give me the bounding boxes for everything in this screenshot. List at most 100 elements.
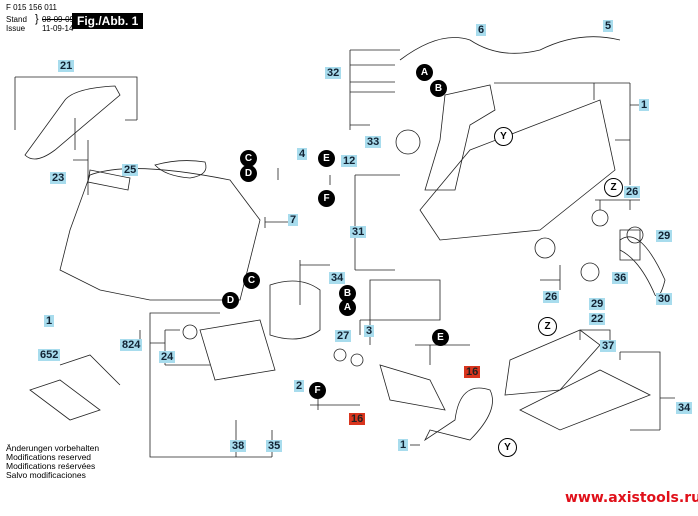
stator-outline xyxy=(269,280,321,340)
connector-a-switch: E xyxy=(318,150,335,167)
part-label-1-bottom: 1 xyxy=(398,439,409,451)
connector-e-brush: E xyxy=(432,329,449,346)
leader-4-12 xyxy=(277,168,331,185)
bearing-27-outline xyxy=(333,348,347,362)
part-label-2: 2 xyxy=(294,380,305,392)
part-label-35: 35 xyxy=(266,440,283,452)
connector-d-switch: D xyxy=(240,165,257,182)
leader-1-top xyxy=(494,82,640,185)
part-label-23: 23 xyxy=(50,172,67,184)
pulley-26-outline xyxy=(534,237,556,259)
pad-25-outline xyxy=(154,160,207,179)
leader-26b xyxy=(540,265,561,290)
issue-label: Issue xyxy=(6,24,26,33)
housing-right-outline xyxy=(419,99,616,241)
cable-outline xyxy=(399,36,621,61)
brace: } xyxy=(35,13,39,25)
figure-label: Fig./Abb. 1 xyxy=(72,13,144,29)
handle-outline xyxy=(424,84,496,191)
new-date: 11-09-14 xyxy=(42,24,74,33)
part-label-27: 27 xyxy=(335,330,352,342)
part-label-38: 38 xyxy=(230,440,247,452)
part-label-29: 29 xyxy=(656,230,673,242)
leader-34 xyxy=(299,260,330,305)
stand-label: Stand xyxy=(6,15,27,24)
cover-z-outline xyxy=(504,329,601,396)
ref-mark-z-bottom: Z xyxy=(538,317,557,336)
part-label-22: 22 xyxy=(589,313,606,325)
part-label-34: 34 xyxy=(329,272,346,284)
modifications-notes: Änderungen vorbehalten Modifications res… xyxy=(6,444,99,480)
connector-a-cable: A xyxy=(416,64,433,81)
part-label-7: 7 xyxy=(288,214,299,226)
connector-b-cable: B xyxy=(430,80,447,97)
leader-26 xyxy=(595,199,640,210)
old-date: 08-09-09 xyxy=(42,15,75,24)
part-label-36: 36 xyxy=(612,272,629,284)
part-label-26: 26 xyxy=(624,186,641,198)
connector-b-switch: F xyxy=(318,190,335,207)
part-label-29b: 29 xyxy=(589,298,606,310)
part-label-4: 4 xyxy=(297,148,308,160)
plate-outline xyxy=(369,279,441,321)
part-label-12: 12 xyxy=(341,155,358,167)
cover-21-outline xyxy=(24,85,121,160)
part-label-652: 652 xyxy=(38,349,61,361)
part-label-1-top: 1 xyxy=(639,99,650,111)
roller-36-outline xyxy=(619,229,641,261)
connector-f-brush: F xyxy=(309,382,326,399)
note-en: Modifications reserved xyxy=(6,452,92,462)
connector-c-stator: A xyxy=(339,299,356,316)
connector-c-switch: C xyxy=(240,150,257,167)
housing-outline xyxy=(59,168,261,301)
armature-outline xyxy=(379,364,446,411)
motor-outline xyxy=(199,319,276,381)
leader-824 xyxy=(149,312,273,458)
part-label-1-left: 1 xyxy=(44,315,55,327)
part-label-37: 37 xyxy=(600,340,617,352)
part-label-16b: 16 xyxy=(349,413,366,425)
guide-652-outline xyxy=(29,354,121,421)
ref-mark-z-top: Z xyxy=(604,178,623,197)
part-label-31: 31 xyxy=(350,226,367,238)
part-label-32: 32 xyxy=(325,67,342,79)
leader-23 xyxy=(73,118,89,195)
belt-cover-outline xyxy=(423,387,493,442)
part-label-5: 5 xyxy=(603,20,614,32)
part-label-24: 24 xyxy=(159,351,176,363)
base-plate-outline xyxy=(519,369,651,431)
leader-16a xyxy=(415,344,470,365)
leader-32 xyxy=(349,49,400,130)
watermark-url[interactable]: www.axistools.ru xyxy=(565,490,698,506)
washer-33-outline xyxy=(395,129,421,155)
pulley-29-outline xyxy=(626,226,644,244)
part-label-26b: 26 xyxy=(543,291,560,303)
belt-30-outline xyxy=(619,236,666,297)
part-label-6: 6 xyxy=(476,24,487,36)
bearing-24-outline xyxy=(182,324,198,340)
connector-d-stator: B xyxy=(339,285,356,302)
part-label-33: 33 xyxy=(365,136,382,148)
leader-21 xyxy=(14,76,138,130)
part-label-824: 824 xyxy=(120,339,143,351)
leader-31 xyxy=(354,174,400,271)
pulley-outline xyxy=(591,209,609,227)
ref-mark-y-top: Y xyxy=(494,127,513,146)
part-label-3: 3 xyxy=(364,325,375,337)
ref-mark-y-bottom: Y xyxy=(498,438,517,457)
part-label-16a: 16 xyxy=(464,366,481,378)
pulley-29b-outline xyxy=(580,262,600,282)
connector-f-stator: D xyxy=(222,292,239,309)
note-fr: Modifications reśervées xyxy=(6,461,96,471)
part-label-30: 30 xyxy=(656,293,673,305)
bearing-3-outline xyxy=(350,353,364,367)
part-number: F 015 156 011 xyxy=(6,3,58,12)
part-label-21: 21 xyxy=(58,60,75,72)
note-de: Änderungen vorbehalten xyxy=(6,443,100,453)
part-label-34b: 34 xyxy=(676,402,693,414)
part-label-25: 25 xyxy=(122,164,139,176)
leader-7 xyxy=(264,217,290,228)
connector-e-stator: C xyxy=(243,272,260,289)
leader-34b xyxy=(619,351,675,431)
